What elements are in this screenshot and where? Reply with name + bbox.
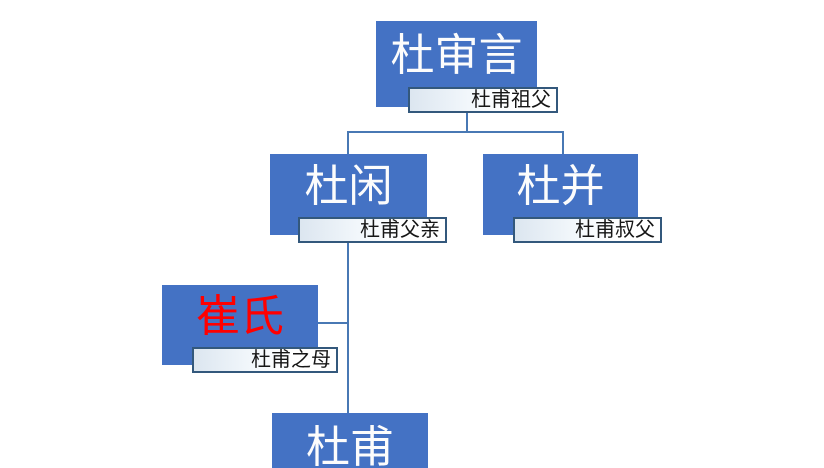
node-du-shenyan-name: 杜审言 — [390, 31, 523, 80]
connector-level2-horizontal — [347, 131, 564, 133]
node-cui-shi-role-label[interactable]: 杜甫之母 — [192, 347, 338, 373]
connector-dushenyan-drop — [466, 113, 468, 133]
role-label-text: 杜甫叔父 — [575, 219, 655, 241]
connector-duxian-dufu — [347, 243, 349, 413]
node-cui-shi-name: 崔氏 — [196, 292, 284, 341]
role-label-text: 杜甫父亲 — [360, 219, 440, 241]
node-du-fu[interactable]: 杜甫 — [272, 413, 428, 468]
node-cui-shi[interactable]: 崔氏 — [162, 285, 318, 365]
node-du-bing-name: 杜并 — [516, 161, 605, 211]
connector-dubing-riser — [562, 131, 564, 154]
role-label-text: 杜甫祖父 — [471, 89, 551, 111]
role-label-text: 杜甫之母 — [251, 349, 331, 371]
node-du-xian-role-label[interactable]: 杜甫父亲 — [298, 217, 447, 243]
node-du-fu-name: 杜甫 — [306, 423, 394, 468]
node-du-xian-name: 杜闲 — [304, 161, 393, 211]
connector-duxian-riser — [347, 131, 349, 154]
node-du-shenyan-role-label[interactable]: 杜甫祖父 — [408, 87, 558, 113]
connector-cuishi-horizontal — [318, 322, 348, 324]
node-du-bing-role-label[interactable]: 杜甫叔父 — [513, 217, 662, 243]
